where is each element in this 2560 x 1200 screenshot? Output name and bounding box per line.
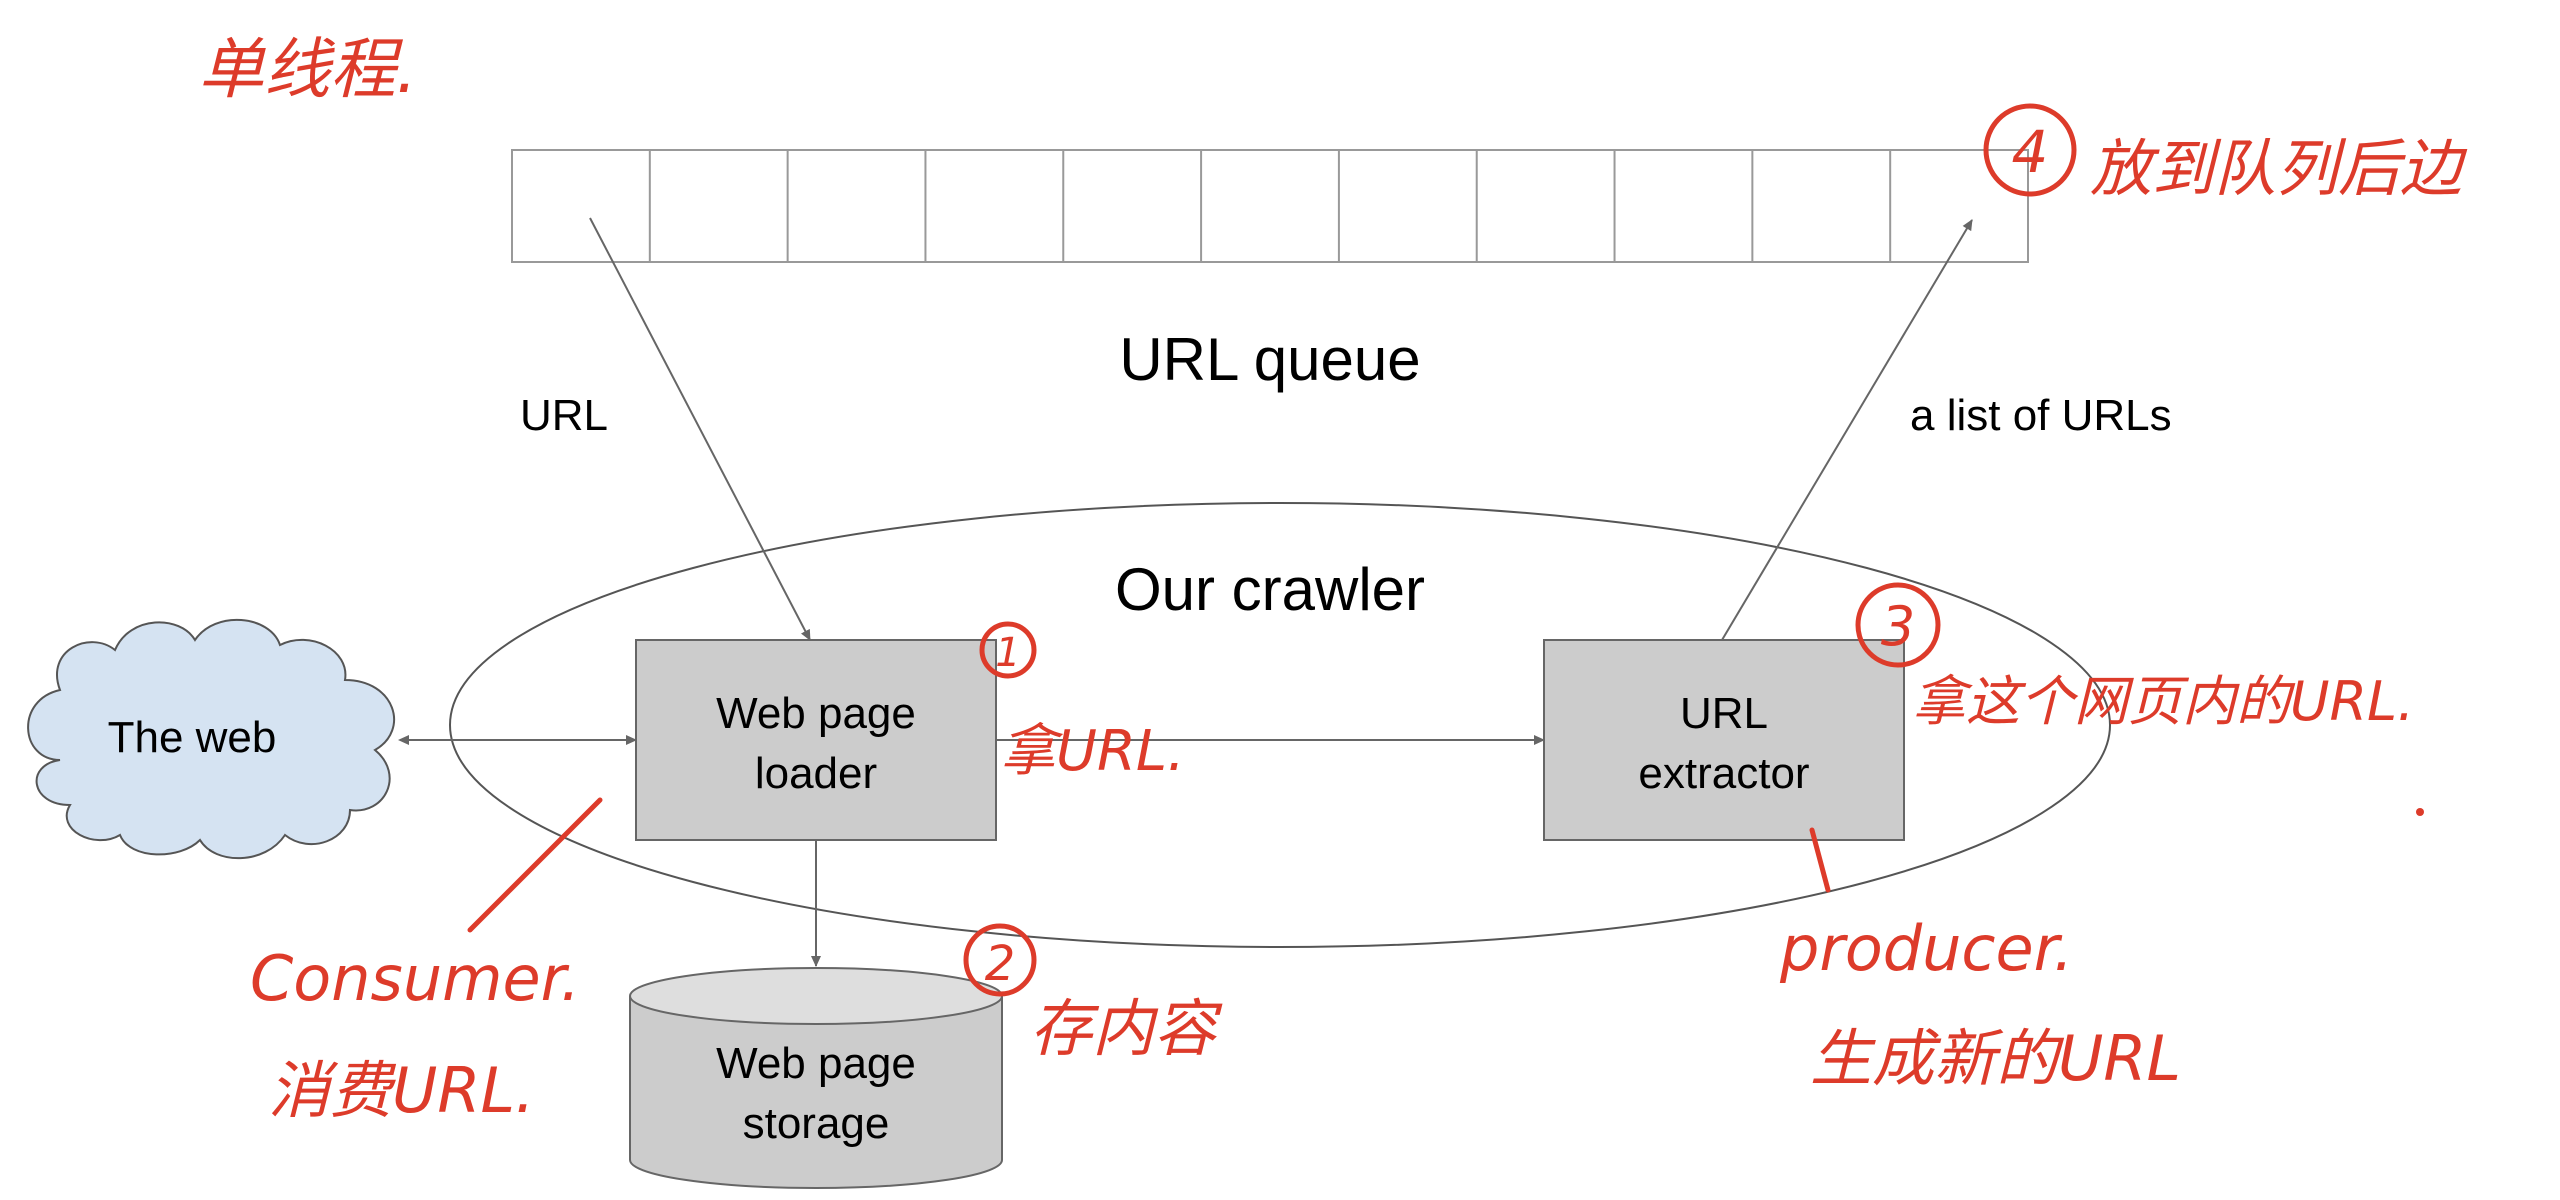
web-page-loader-box: Web page loader bbox=[635, 639, 997, 841]
the-web-cloud: The web bbox=[27, 619, 395, 860]
annotation-step2: 存内容 bbox=[1030, 992, 1223, 1065]
stray-dot bbox=[2416, 808, 2424, 816]
loader-rect bbox=[635, 639, 997, 841]
consumer-pointer-stroke bbox=[467, 797, 603, 933]
edge-extractor-to-queue bbox=[1721, 219, 1973, 641]
extractor-label-line2: extractor bbox=[1638, 749, 1809, 798]
step3-number: 3 bbox=[1881, 595, 1915, 658]
loader-label-line2: loader bbox=[755, 749, 877, 798]
annotation-producer-cn: 生成新的URL bbox=[1810, 1022, 2181, 1095]
url-queue-label: URL queue bbox=[1119, 326, 1420, 393]
crawler-boundary bbox=[449, 502, 2111, 948]
loader-label-line1: Web page bbox=[716, 689, 916, 738]
crawler-label: Our crawler bbox=[1115, 556, 1425, 623]
storage-label-line2: storage bbox=[743, 1099, 890, 1148]
annotation-consumer-cn: 消费URL. bbox=[268, 1054, 535, 1127]
step2-number: 2 bbox=[985, 936, 1016, 992]
url-queue-outline bbox=[511, 149, 2029, 263]
url-queue-cells bbox=[648, 150, 1892, 262]
step1-circle bbox=[979, 621, 1037, 679]
handwritten-annotations: 单线程. 4 放到队列后边 1 拿URL. 3 拿这个网页内的URL. 2 存内… bbox=[198, 31, 2468, 1127]
annotation-step3: 拿这个网页内的URL. bbox=[1912, 670, 2414, 733]
annotation-top-left: 单线程. bbox=[198, 31, 417, 108]
edge-queue-to-loader bbox=[589, 217, 811, 641]
producer-pointer-stroke bbox=[1809, 827, 1831, 893]
annotation-step1: 拿URL. bbox=[1000, 719, 1185, 784]
step4-number: 4 bbox=[2012, 118, 2049, 186]
extractor-label-line1: URL bbox=[1680, 689, 1768, 738]
storage-body bbox=[629, 996, 1003, 1189]
edge-url-label: URL bbox=[520, 391, 608, 440]
annotation-producer-en: producer. bbox=[1779, 912, 2073, 985]
annotation-step4: 放到队列后边 bbox=[2090, 132, 2468, 205]
edge-urls-label: a list of URLs bbox=[1910, 391, 2172, 440]
step3-circle bbox=[1855, 582, 1941, 668]
storage-top bbox=[629, 967, 1003, 1025]
storage-label-line1: Web page bbox=[716, 1039, 916, 1088]
url-queue bbox=[511, 149, 2029, 263]
step1-number: 1 bbox=[995, 630, 1020, 676]
step4-circle bbox=[1983, 103, 2077, 197]
annotation-consumer-en: Consumer. bbox=[250, 942, 580, 1015]
extractor-rect bbox=[1543, 639, 1905, 841]
step2-circle bbox=[963, 923, 1037, 997]
the-web-label: The web bbox=[108, 713, 277, 762]
web-page-storage-cylinder: Web page storage bbox=[629, 967, 1003, 1189]
url-extractor-box: URL extractor bbox=[1543, 639, 1905, 841]
cloud-shape bbox=[27, 619, 395, 860]
